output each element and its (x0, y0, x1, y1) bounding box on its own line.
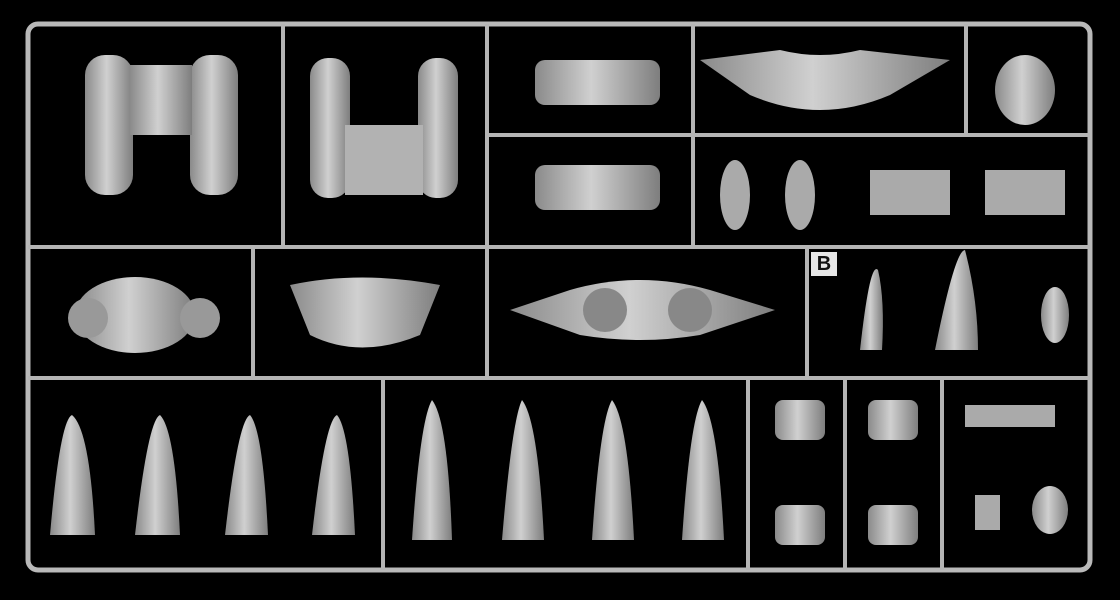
nose-cones (50, 250, 1069, 540)
sprue-letter-tag: B (811, 252, 837, 276)
sprue-frame (25, 21, 1093, 573)
